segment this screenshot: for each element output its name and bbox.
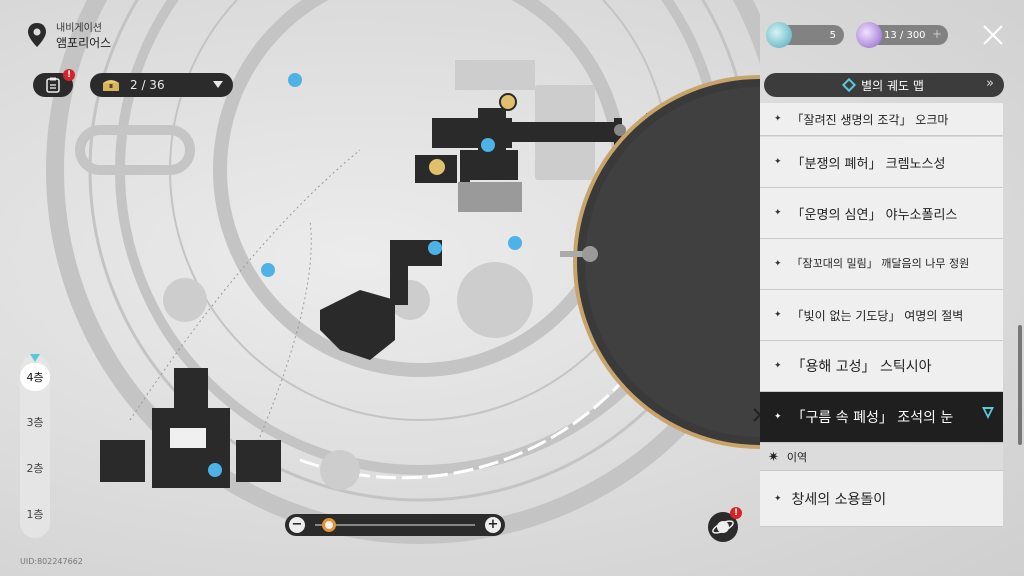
section-label: 이역 [786,451,808,464]
resource-counter-1[interactable]: 5 [766,22,844,48]
list-item[interactable]: ✦ 「잘려진 생명의 조각」 오크마 [760,103,1003,136]
section-header: ✷ 이역 [760,444,1003,471]
region-label: 「용해 고성」 스틱시아 [791,359,932,375]
floor-selector[interactable]: 4층 3층 2층 1층 [20,354,50,538]
add-resource-icon[interactable]: + [931,27,942,41]
resource-value-1: 5 [829,29,836,41]
star-rail-map-header[interactable]: 별의 궤도 맵 » [764,73,1004,97]
chest-counter-dropdown[interactable]: 2 / 36 [90,73,233,97]
floor-3-button[interactable]: 3층 [26,416,44,429]
uid-label: UID:802247662 [20,557,83,566]
zoom-control[interactable]: − + [285,514,505,536]
region-label: 「구름 속 폐성」 조석의 눈 [791,410,954,426]
treasure-chest-icon [103,80,119,91]
teleport-markers [208,73,522,477]
zoom-in-button[interactable]: + [485,517,501,533]
chevron-down-icon [213,81,223,88]
resource-counter-2[interactable]: 13 / 300 + [856,22,948,48]
chest-count: 2 / 36 [130,78,165,92]
location-name: 앰포리어스 [56,36,112,50]
reserve-power-icon [856,22,882,48]
current-floor-marker-icon [30,354,40,362]
list-item-selected[interactable]: ✦ 「구름 속 폐성」 조석의 눈 [760,392,1003,443]
list-scrollbar[interactable] [1018,325,1022,445]
planet-alert-badge: ! [730,507,742,519]
floor-1-button[interactable]: 1층 [26,508,44,521]
compass-star-icon: ✷ [768,449,779,465]
zoom-track[interactable] [315,524,475,526]
zoom-slider-knob[interactable] [322,518,337,532]
region-label: 「잠꼬대의 밀림」 깨달음의 나무 정원 [791,257,970,270]
planet-icon [712,520,734,534]
list-item[interactable]: ✦ 「용해 고성」 스틱시아 [760,341,1003,392]
region-label: 「빛이 없는 기도당」 여명의 절벽 [791,308,964,323]
zoom-out-button[interactable]: − [289,517,305,533]
diamond-icon [842,77,857,93]
resource-value-2: 13 / 300 [884,29,926,41]
list-item[interactable]: ✦ 「빛이 없는 기도당」 여명의 절벽 [760,290,1003,341]
quest-alert-badge: ! [63,69,75,81]
list-item[interactable]: ✦ 창세의 소용돌이 [760,471,1003,527]
list-item[interactable]: ✦ 「잠꼬대의 밀림」 깨달음의 나무 정원 [760,239,1003,290]
clipboard-icon [46,77,60,93]
navigation-location: 내비게이션 앰포리어스 [26,22,111,51]
list-item[interactable]: ✦ 「분쟁의 폐허」 크렘노스성 [760,137,1003,188]
region-label: 창세의 소용돌이 [791,491,887,508]
close-icon[interactable] [982,24,1004,46]
list-item[interactable]: ✦ 「운명의 심연」 야누소폴리스 [760,188,1003,239]
stellar-orb-icon [766,22,792,48]
panel-title: 별의 궤도 맵 [861,78,924,93]
floor-4-button[interactable]: 4층 [20,363,50,391]
selection-arrow-icon [753,408,762,422]
floor-2-button[interactable]: 2층 [26,462,44,475]
double-chevron-right-icon[interactable]: » [986,76,994,91]
region-label: 「분쟁의 폐허」 크렘노스성 [791,156,946,172]
map-drawing [46,0,760,544]
region-label: 「잘려진 생명의 조각」 오크마 [791,112,949,127]
navigation-label: 내비게이션 [56,23,102,34]
region-label: 「운명의 심연」 야누소폴리스 [791,207,958,223]
location-marker-icon [982,407,994,419]
location-pin-icon [28,23,46,47]
region-list[interactable]: ✦ 「잘려진 생명의 조각」 오크마 ✦ 「분쟁의 폐허」 크렘노스성 ✦ 「운… [760,103,1003,543]
